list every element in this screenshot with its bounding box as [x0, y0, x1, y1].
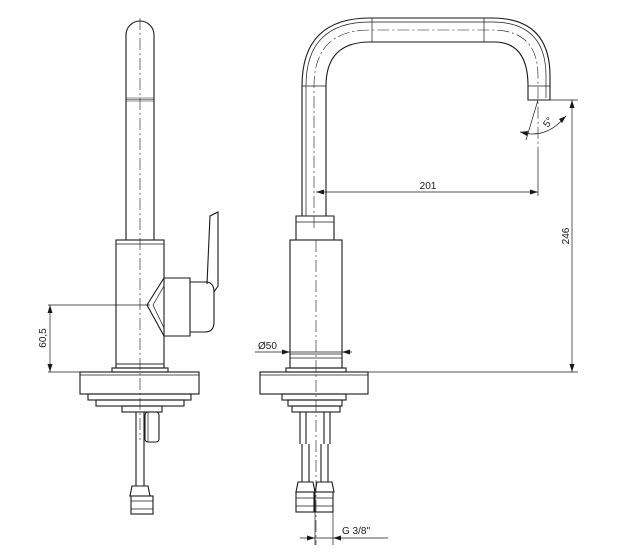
side-view: 60,5 — [38, 18, 219, 515]
front-spout — [301, 17, 551, 216]
front-collar — [295, 215, 335, 240]
dim-thread — [300, 512, 388, 545]
dim-thread-label: G 3/8" — [342, 526, 370, 537]
dim-spout-reach-label: 201 — [420, 181, 437, 192]
front-hose-nut-left — [295, 491, 315, 513]
dim-total-height — [368, 99, 578, 373]
dim-lever-height — [47, 304, 150, 373]
dim-lever-height-label: 60,5 — [38, 328, 49, 348]
dim-spout-reach — [316, 150, 539, 196]
side-hose-nut — [130, 495, 154, 515]
front-view: Ø50 201 246 5° — [255, 17, 578, 545]
side-lever-handle — [190, 281, 215, 333]
dim-base-diameter-label: Ø50 — [258, 341, 277, 352]
dim-total-height-label: 246 — [561, 227, 572, 244]
dim-spout-angle — [519, 99, 567, 141]
dim-base-diameter — [255, 346, 352, 366]
side-lever-cartridge — [146, 277, 191, 337]
front-hose-nut-right — [314, 491, 334, 513]
